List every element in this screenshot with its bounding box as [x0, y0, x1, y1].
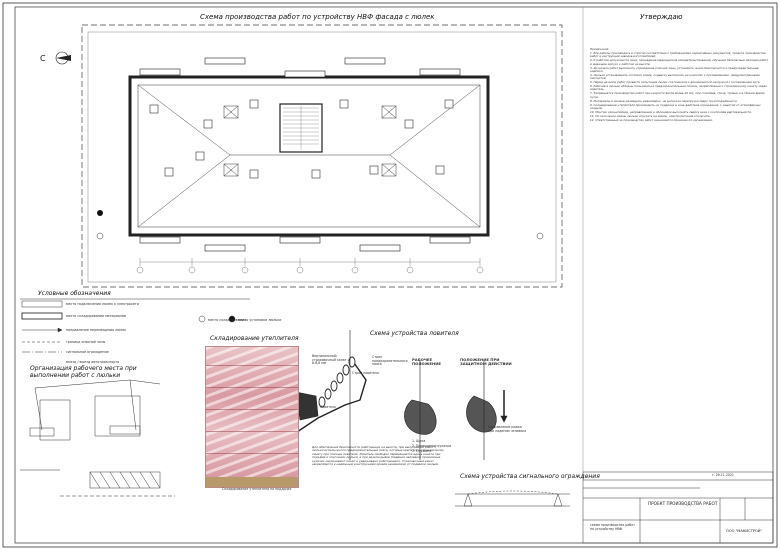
- note-item: 1. Все работы производить в строгом соот…: [590, 50, 766, 59]
- note-item: 2. К работам допускаются лица, прошедшие…: [590, 58, 769, 66]
- catcher-description: Для обеспечения безопасности работающих …: [312, 446, 444, 467]
- legend-item: место установки люльки: [238, 318, 282, 322]
- belt-strap-label: Строп предохранительного пояса: [372, 355, 408, 367]
- work-position-label: РАБОЧЕЕ ПОЛОЖЕНИЕ: [412, 357, 441, 366]
- catcher-part: 1. Щека: [412, 439, 426, 443]
- title-block: [582, 471, 774, 544]
- legend-item: сигнальное ограждение: [66, 350, 109, 354]
- protect-position-label: ПОЛОЖЕНИЕ ПРИ ЗАЩИТНОМ ДЕЙСТВИИ: [460, 357, 512, 366]
- legend-item: направление перемещения люлек: [66, 328, 127, 332]
- legend-item: граница опасной зоны: [66, 340, 106, 344]
- main-plan-title: Схема производства работ по устройству Н…: [200, 13, 435, 21]
- storage-caption: Складирование утеплителя на поддонах: [222, 487, 292, 491]
- stamp-company: ООО "МАКИСТРОЙ": [726, 529, 763, 533]
- legend-title: Условные обозначения: [38, 290, 111, 297]
- catcher-part: 3. Пружина: [412, 449, 432, 453]
- insulation-photo: [205, 346, 299, 488]
- stamp-subtitle: схема производства работ по устройству Н…: [590, 523, 636, 531]
- note-item: 6. Рабочие в люльке обязаны пользоваться…: [590, 84, 767, 92]
- note-item: 7. Запрещается производство работ при ск…: [590, 91, 765, 99]
- catcher-rope-label: Вертикальный страховочный канат ∅ 8-8,6 …: [312, 354, 351, 366]
- stamp-date: г. 26.11.2021: [712, 473, 734, 477]
- note-item: 5. Перед началом работ провести испытани…: [590, 80, 761, 85]
- note-item: 8. Материалы в люльке размещать равномер…: [590, 98, 738, 103]
- fence-sketch: [455, 490, 570, 507]
- legend-item: место подключения люлек к электросети: [66, 302, 139, 306]
- workplace-sketch: [20, 379, 175, 497]
- site-plan: С: [40, 24, 563, 288]
- note-item: 11. По окончании смены люльки опускать н…: [590, 113, 711, 118]
- legend-item: место складирования: [208, 318, 247, 322]
- catcher-strap-label: Строп ловителя: [352, 371, 379, 375]
- jerk-direction-label: Направление рывка при падении человека: [488, 425, 527, 433]
- legend-item: въезд / выезд автотранспорта: [66, 360, 120, 364]
- catcher-part: 2. Прижимные кулачки: [412, 444, 452, 448]
- stamp-title: ПРОЕКТ ПРОИЗВОДСТВА РАБОТ: [648, 501, 718, 506]
- svg-text:С: С: [40, 54, 46, 63]
- note-item: 12. Ответственный за производство работ …: [590, 117, 713, 122]
- catcher-title: Схема устройства ловителя: [370, 330, 459, 337]
- note-item: 10. Монтаж кронштейнов, направляющих и о…: [590, 109, 753, 114]
- note-item: 9. Складирование утеплителя производить …: [590, 102, 761, 110]
- approved-label: Утверждаю: [640, 13, 683, 21]
- catcher-sketch: [284, 330, 508, 460]
- note-item: 3. До начала работ выполнить ограждение …: [590, 65, 759, 73]
- catcher-label: Ловитель: [320, 405, 337, 409]
- storage-title: Складирование утеплителя: [210, 335, 299, 342]
- notes-block: Примечания: 1. Все работы производить в …: [590, 48, 770, 466]
- workplace-title: Организация рабочего места при выполнени…: [30, 365, 137, 379]
- notes-heading: Примечания:: [590, 48, 610, 51]
- note-item: 4. Люльки устанавливать согласно схеме, …: [590, 72, 760, 81]
- fence-title: Схема устройства сигнального ограждения: [460, 473, 600, 480]
- legend-item: место складирования материалов: [66, 314, 126, 318]
